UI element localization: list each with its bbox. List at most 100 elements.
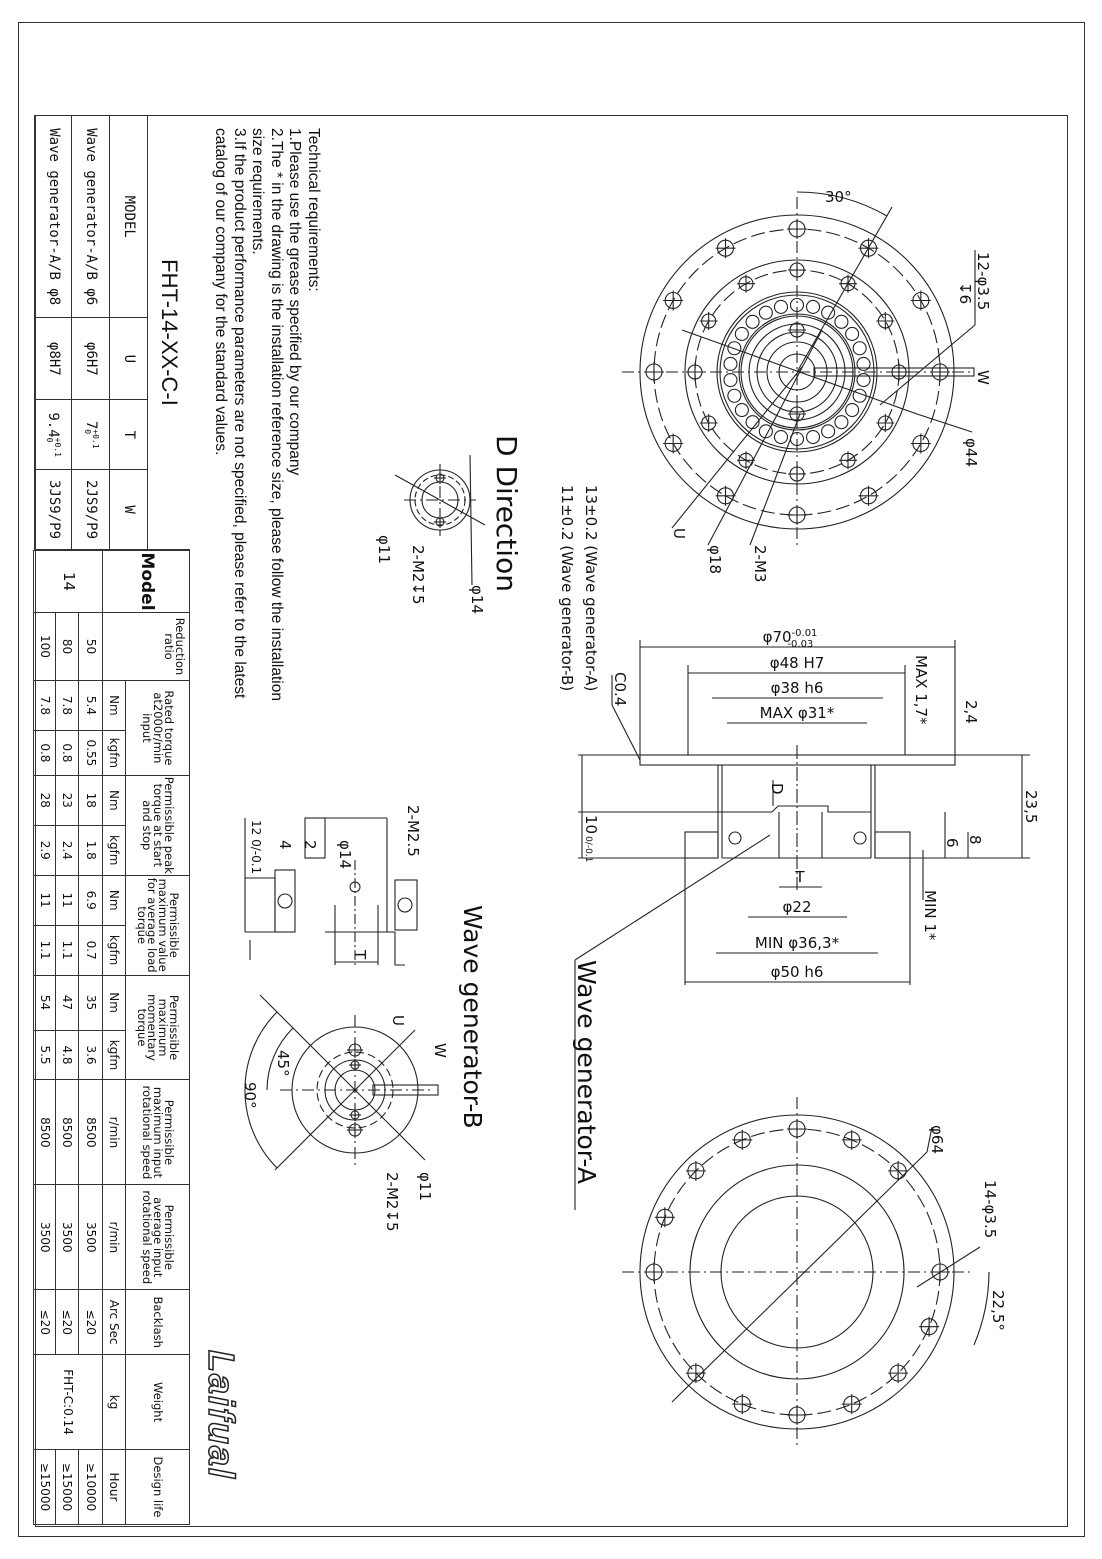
performance-spec-table: Model Reduction ratio Rated torque at200… xyxy=(33,550,190,1525)
header-reduction: Reduction ratio xyxy=(102,612,190,681)
min-36-label: MIN φ36,3* xyxy=(755,934,840,952)
tech-line: 2.The * in the drawing is the installati… xyxy=(268,128,285,701)
model-dimension-table: FHT-14-XX-C-I MODEL U T W Wave generator… xyxy=(35,115,190,550)
unit-nm: Nm xyxy=(102,875,126,926)
bearing-ball xyxy=(758,305,773,320)
d-dia-14-label: φ14 xyxy=(468,585,486,614)
cell-rated-nm: 7.8 xyxy=(55,680,79,731)
tech-line: 3.If the product performance parameters … xyxy=(231,128,248,699)
dim-235-label: 23,5 xyxy=(1022,790,1040,823)
bearing-ball xyxy=(745,314,760,329)
rear-dia-64-label: φ64 xyxy=(928,1125,946,1154)
t-value: 7 xyxy=(83,420,99,430)
cell-weight: FHT-C:0.14 xyxy=(33,1354,103,1450)
dia-48-label: φ48 H7 xyxy=(770,654,825,672)
dim-6-label: 6 xyxy=(943,838,961,848)
cell-rated-kgfm: 0.8 xyxy=(33,730,56,776)
header-model: MODEL xyxy=(110,115,148,318)
dia-44-label: φ44 xyxy=(962,438,980,467)
d64-leader xyxy=(926,1126,933,1153)
b-leader xyxy=(274,1029,416,1171)
header-max-speed: Permissible maximum input rotational spe… xyxy=(125,1079,190,1185)
max-31-label: MAX φ31* xyxy=(760,704,835,722)
unit-nm: Nm xyxy=(102,680,126,731)
bearing-ball xyxy=(727,341,742,356)
bearing-ball xyxy=(727,388,742,403)
drawing-border xyxy=(18,22,1085,1537)
header-w: W xyxy=(110,469,148,550)
cell-mom-kgfm: 3.6 xyxy=(78,1030,103,1080)
drawing-labels: 30° 12-φ3.5 ↧6 W φ44 U φ18 2-M3 13±0.2 (… xyxy=(241,188,1040,1331)
tech-line: catalog of our company for the standard … xyxy=(212,128,230,456)
holes-leader xyxy=(879,324,976,406)
dia-38-label: φ38 h6 xyxy=(771,679,824,697)
holes-12-label: 12-φ3.5 xyxy=(974,252,992,310)
cell-ratio: 100 xyxy=(33,612,56,681)
rear-holes-label: 14-φ3.5 xyxy=(981,1180,999,1238)
header-peak-torque: Permissible peak torque at start and sto… xyxy=(125,775,190,876)
header-model: Model xyxy=(102,550,190,613)
cell-model: Wave generator-A/B φ6 xyxy=(72,115,110,318)
technical-requirements: Technical requirements: 1.Please use the… xyxy=(197,128,323,808)
cell-avg-speed: 3500 xyxy=(33,1184,56,1290)
unit-nm: Nm xyxy=(102,975,126,1031)
dim-8-label: 8 xyxy=(966,835,984,845)
dia-22-label: φ22 xyxy=(783,898,812,916)
m3-label: 2-M3 xyxy=(751,545,769,582)
cell-avg-kgfm: 1.1 xyxy=(55,925,79,976)
cell-life: ≥15000 xyxy=(55,1449,79,1525)
rear-angle-label: 22,5° xyxy=(989,1290,1007,1331)
cell-mom-kgfm: 4.8 xyxy=(55,1030,79,1080)
angle-arc xyxy=(266,1027,294,1091)
bore-u-label: U xyxy=(670,528,688,539)
bearing-ball xyxy=(852,388,867,403)
b-m2-label: 2-M2↧5 xyxy=(383,1172,401,1232)
cell-avg-nm: 6.9 xyxy=(78,875,103,926)
b-dim-2-label: 2 xyxy=(301,840,319,850)
b-dim-12-label: 12 0/-0.1 xyxy=(249,820,263,874)
wave-generator-b-title: Wave generator-B xyxy=(458,905,487,1129)
t-lower: 0 xyxy=(45,437,55,443)
header-weight: Weight xyxy=(125,1354,190,1450)
bearing-ball xyxy=(834,415,849,430)
b-t-label: T xyxy=(351,949,369,960)
cell-max-speed: 8500 xyxy=(33,1079,56,1185)
dia44-leader xyxy=(916,413,973,433)
cell-avg-speed: 3500 xyxy=(78,1184,103,1290)
b-u-label: U xyxy=(389,1015,407,1026)
b-leader xyxy=(259,994,426,1161)
cell-u: φ8H7 xyxy=(35,317,72,400)
company-logo: Laifual xyxy=(200,1349,243,1481)
b-angle-90-label: 90° xyxy=(241,1082,259,1109)
angle-arc xyxy=(973,1271,990,1346)
m3-leader xyxy=(749,413,801,546)
angle-leader xyxy=(796,206,893,373)
b-w-label: W xyxy=(431,1043,449,1058)
cell-avg-kgfm: 0.7 xyxy=(78,925,103,976)
cell-peak-nm: 23 xyxy=(55,775,79,826)
header-u: U xyxy=(110,317,148,400)
angle-30-label: 30° xyxy=(825,188,852,206)
t-value: 9.4 xyxy=(45,412,62,438)
bearing-ball xyxy=(805,299,821,314)
cell-avg-nm: 11 xyxy=(33,875,56,926)
angle-arc xyxy=(796,191,888,217)
bearing-ball xyxy=(723,356,738,371)
cell-max-speed: 8500 xyxy=(55,1079,79,1185)
t-upper: +0.1 xyxy=(53,437,63,457)
cell-peak-nm: 18 xyxy=(78,775,103,826)
cell-rated-kgfm: 0.8 xyxy=(55,730,79,776)
d-m2-label: 2-M2↧5 xyxy=(409,545,427,605)
cell-backlash: ≤20 xyxy=(55,1289,79,1355)
angle-arc xyxy=(244,1011,278,1091)
bearing-ball xyxy=(856,356,871,371)
header-t: T xyxy=(110,399,148,470)
bearing-ball xyxy=(834,314,849,329)
cell-mom-nm: 35 xyxy=(78,975,103,1031)
tech-line: 1.Please use the grease specified by our… xyxy=(286,128,304,476)
dim-24-label: 2,4 xyxy=(962,700,980,724)
b-m25-label: 2-M2.5 xyxy=(404,805,422,857)
